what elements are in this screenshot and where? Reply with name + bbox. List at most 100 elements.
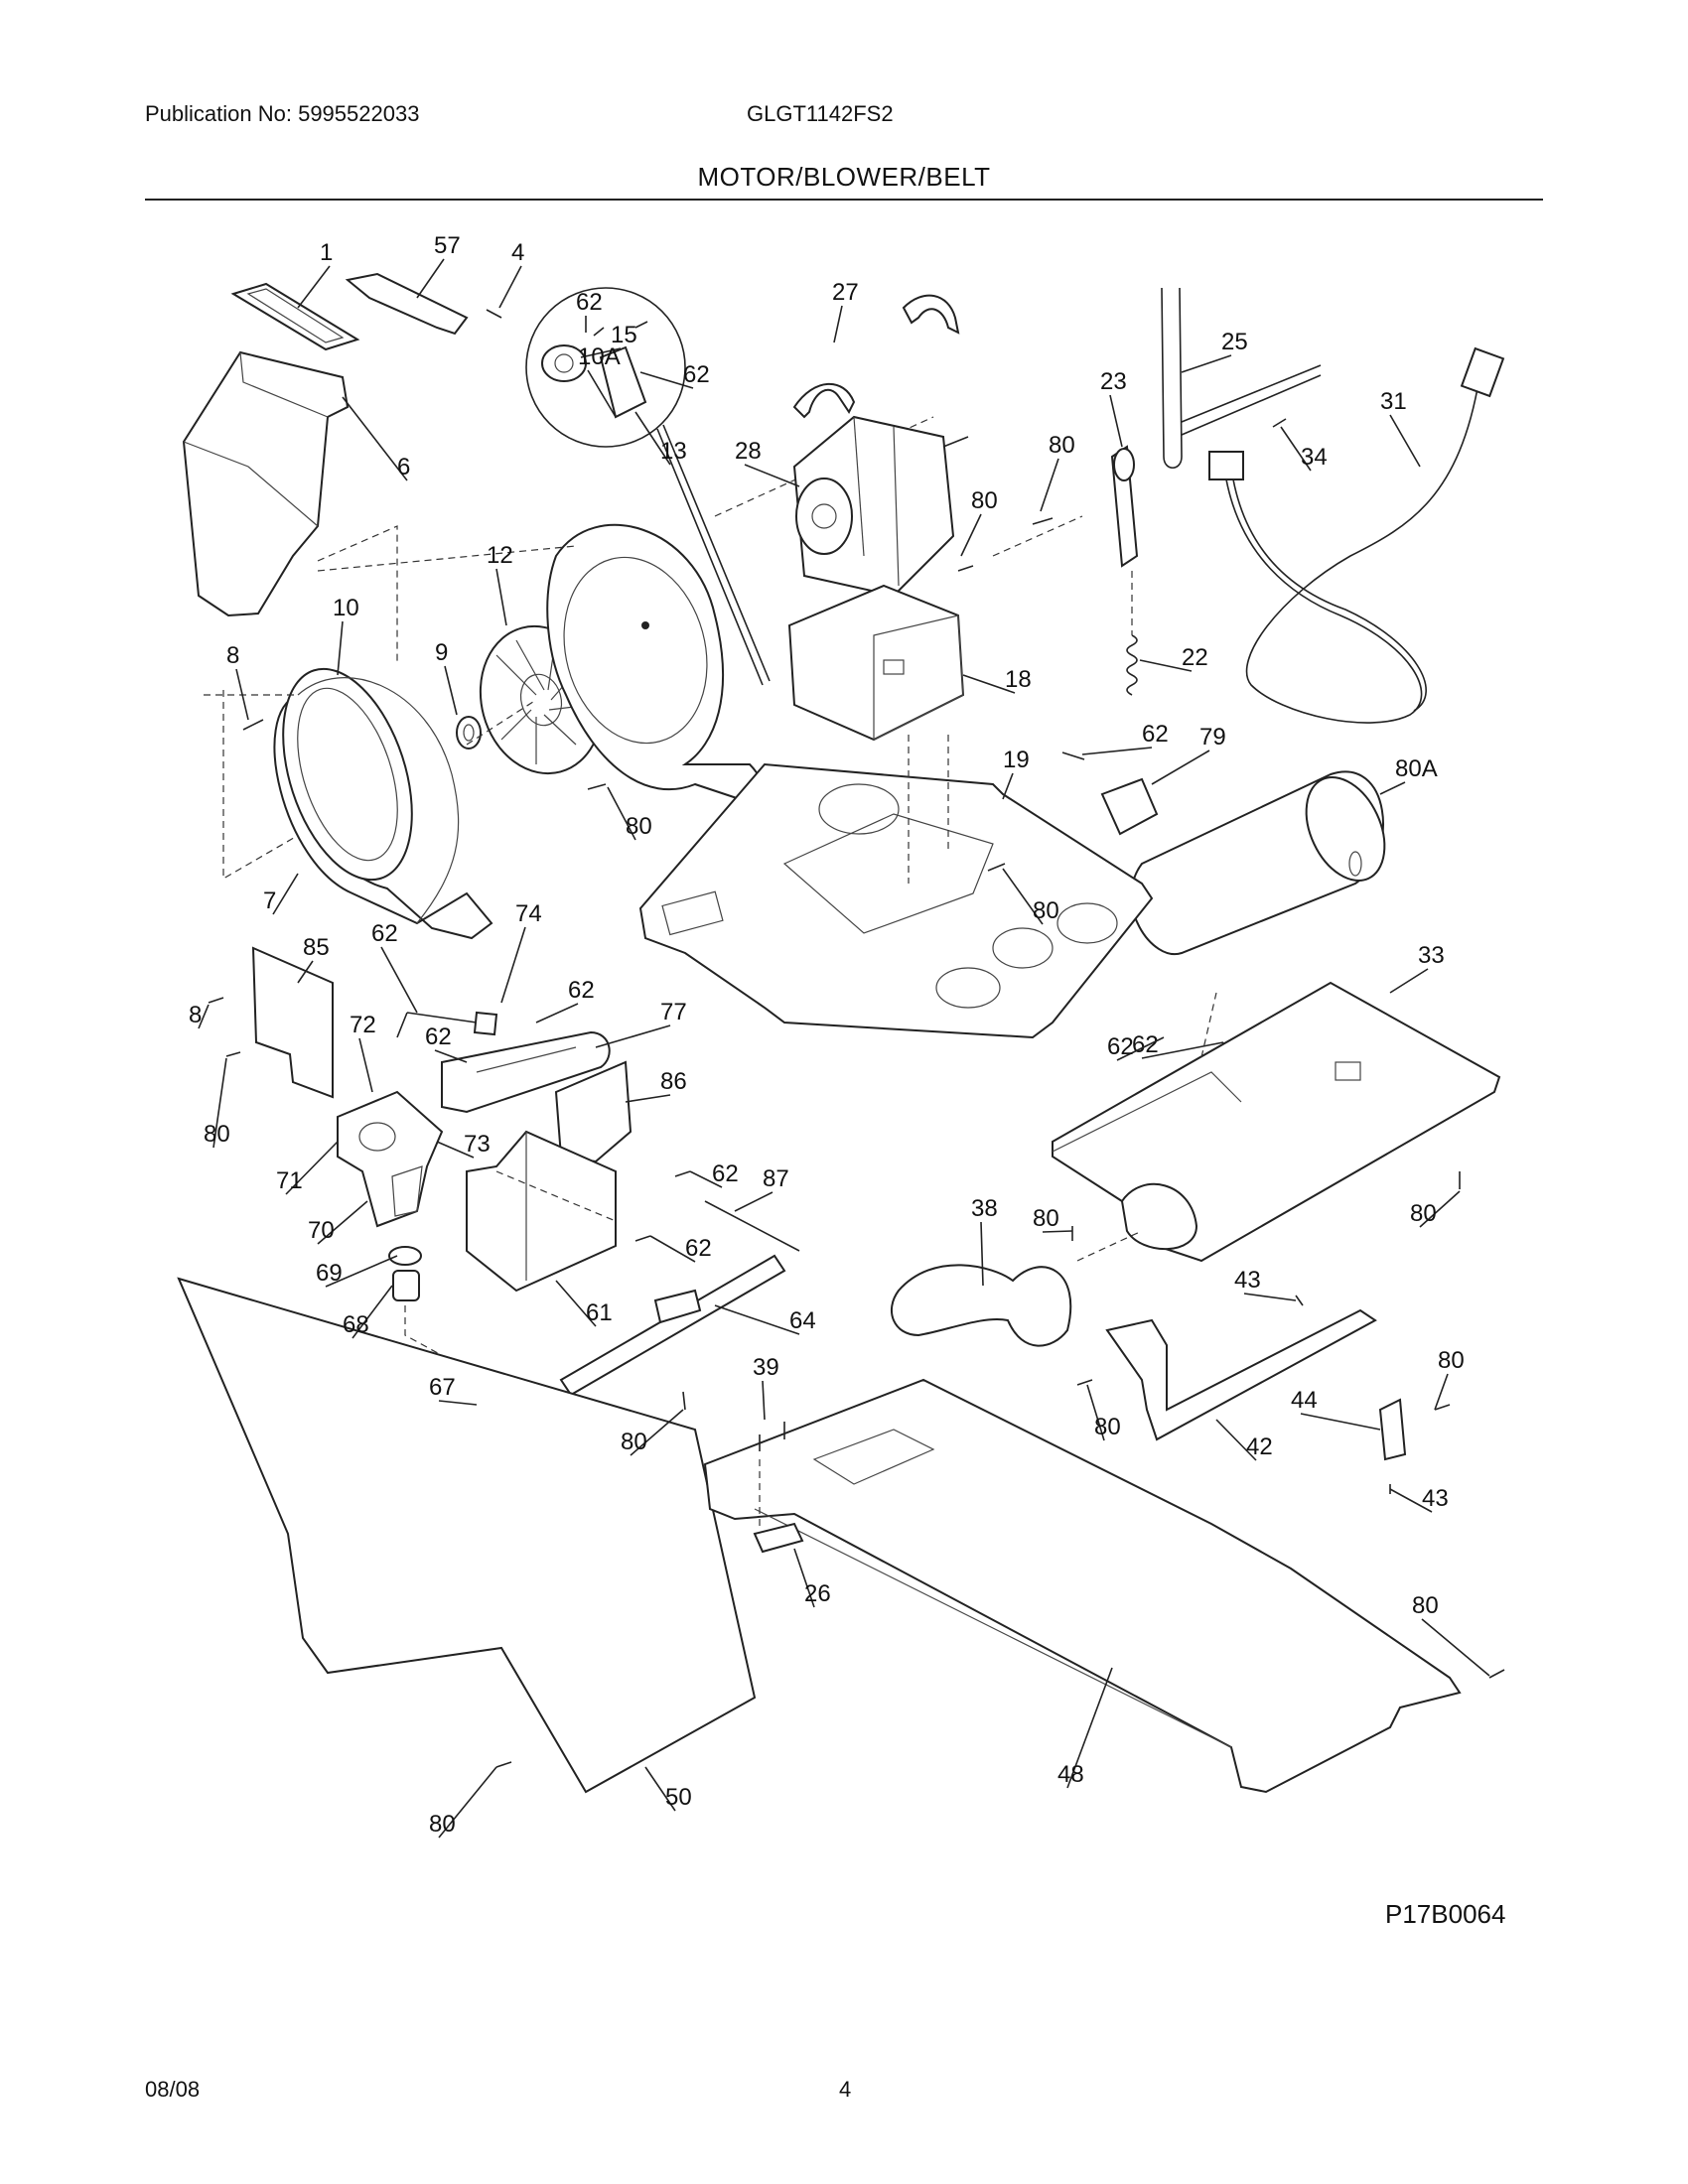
callout-label: 62 xyxy=(1107,1033,1134,1060)
callout-leader xyxy=(1434,1373,1449,1411)
callout-leader xyxy=(960,513,982,557)
callout-leader xyxy=(1081,747,1153,755)
callout-leader xyxy=(297,265,331,309)
callout-leader xyxy=(1300,1413,1381,1431)
part-72-gas-valve xyxy=(337,1090,444,1228)
callout-label: 77 xyxy=(660,999,687,1025)
callout-label: 57 xyxy=(434,232,461,259)
callout-leader xyxy=(1141,1041,1224,1059)
callout-label: 62 xyxy=(712,1160,739,1187)
part-1-lint-screen xyxy=(230,282,360,351)
callout-label: 38 xyxy=(971,1195,998,1222)
part-64-pipe xyxy=(559,1254,786,1397)
callout-leader xyxy=(634,411,671,466)
callout-leader xyxy=(962,674,1016,694)
callout-label: 80A xyxy=(1395,755,1438,782)
callout-leader xyxy=(317,1200,368,1245)
callout-leader xyxy=(714,1304,800,1335)
diagram-code: P17B0064 xyxy=(1385,1899,1506,1929)
callout-leader xyxy=(833,305,843,343)
callout-label: 62 xyxy=(425,1024,452,1050)
callout-label: 19 xyxy=(1003,747,1030,773)
callout-label: 80 xyxy=(1049,432,1075,459)
callout-leader xyxy=(1086,1384,1105,1441)
callout-leader xyxy=(416,258,445,299)
part-7-blower-housing xyxy=(273,667,493,940)
part-38-duct-hose xyxy=(890,1264,1072,1347)
model-number: GLGT1142FS2 xyxy=(747,101,894,126)
part-69-nut xyxy=(388,1246,422,1266)
part-23-idler-arm xyxy=(1110,445,1139,568)
callout-label: 28 xyxy=(735,438,762,465)
callout-leader xyxy=(1002,868,1044,925)
callout-label: 69 xyxy=(316,1260,343,1287)
callout-label: 6 xyxy=(397,454,410,480)
part-48-base-tray xyxy=(703,1378,1462,1794)
callout-leader xyxy=(272,873,299,915)
part-57-bracket xyxy=(345,272,469,336)
callout-leader xyxy=(555,1280,597,1327)
callout-label: 25 xyxy=(1221,329,1248,355)
callout-label: 71 xyxy=(276,1167,303,1194)
callout-leader xyxy=(744,464,800,487)
callout-leader xyxy=(285,1141,339,1195)
callout-leader xyxy=(297,960,314,984)
callout-label: 62 xyxy=(568,977,595,1004)
callout-label: 80 xyxy=(1410,1200,1437,1227)
callout-label: 86 xyxy=(660,1068,687,1095)
callout-label: 18 xyxy=(1005,666,1032,693)
callout-label: 87 xyxy=(763,1165,789,1192)
callout-label: 48 xyxy=(1057,1761,1084,1788)
callout-leader xyxy=(1181,354,1232,373)
callout-label: 27 xyxy=(832,279,859,306)
callout-label: 70 xyxy=(308,1217,335,1244)
callout-label: 8 xyxy=(189,1002,202,1028)
callout-label: 62 xyxy=(683,361,710,388)
callout-label: 10A xyxy=(578,343,621,370)
callout-leader xyxy=(1116,1036,1165,1061)
callout-label: 15 xyxy=(611,322,637,348)
callout-leader xyxy=(198,1004,210,1029)
callout-leader xyxy=(762,1380,766,1421)
callout-label: 67 xyxy=(429,1374,456,1401)
part-28-motor xyxy=(792,415,969,598)
part-50-front-panel xyxy=(177,1277,757,1794)
part-18-motor-mount xyxy=(787,584,965,742)
part-26-pad xyxy=(753,1522,804,1554)
callout-label: 80 xyxy=(971,487,998,514)
callout-leader xyxy=(1419,1190,1461,1228)
callout-label: 62 xyxy=(685,1235,712,1262)
callout-label: 62 xyxy=(371,920,398,947)
callout-leader xyxy=(1109,394,1123,448)
part-31-power-cord xyxy=(1208,346,1505,724)
callout-leader xyxy=(580,347,622,358)
part-77-burner xyxy=(441,1030,611,1114)
part-79-bracket xyxy=(1061,751,1159,836)
callout-label: 62 xyxy=(576,289,603,316)
callout-label: 80 xyxy=(1033,1205,1059,1232)
callout-leader xyxy=(607,786,636,841)
callout-leader xyxy=(1002,772,1014,800)
part-27-motor-clips xyxy=(792,294,960,419)
callout-label: 8 xyxy=(226,642,239,669)
callout-leader xyxy=(438,1766,497,1839)
part-6-lint-duct xyxy=(182,350,350,617)
part-80a-exhaust-duct xyxy=(1130,770,1386,956)
callout-leader xyxy=(1243,1293,1297,1301)
callout-leader xyxy=(500,926,526,1004)
header-rule xyxy=(145,199,1543,201)
callout-leader xyxy=(980,1221,984,1287)
callout-label: 80 xyxy=(204,1121,230,1148)
callout-label: 74 xyxy=(515,900,542,927)
callout-leader xyxy=(1151,750,1210,785)
callout-label: 80 xyxy=(1412,1592,1439,1619)
part-68-fitting xyxy=(392,1270,420,1301)
callout-label: 12 xyxy=(487,542,513,569)
page-number: 4 xyxy=(839,2077,852,2102)
callout-leader xyxy=(1389,414,1421,468)
callout-leader xyxy=(358,1037,373,1093)
callout-label: 10 xyxy=(333,595,359,621)
callout-leader xyxy=(235,668,249,721)
callout-leader xyxy=(630,1409,684,1456)
